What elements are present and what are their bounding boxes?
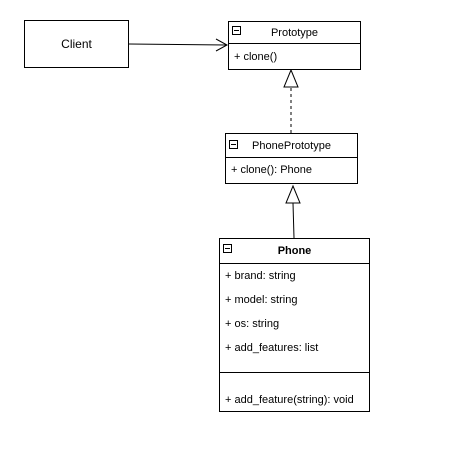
phone-attributes: + brand: string + model: string + os: st… xyxy=(220,264,369,372)
operation: + add_feature(string): void xyxy=(225,394,354,406)
client-label: Client xyxy=(61,37,92,51)
collapse-icon[interactable] xyxy=(229,140,238,149)
operation: + clone() xyxy=(234,51,278,63)
attribute: + add_features: list xyxy=(225,342,319,354)
attribute: + brand: string xyxy=(225,270,296,282)
operation: + clone(): Phone xyxy=(231,164,313,176)
prototype-header: Prototype xyxy=(229,22,360,44)
generalization-arrowhead xyxy=(285,184,301,204)
phoneprototype-header: PhonePrototype xyxy=(226,134,357,158)
client-to-prototype-arrowhead xyxy=(215,38,229,52)
attribute: + os: string xyxy=(225,318,280,330)
phone-class[interactable]: Phone + brand: string + model: string + … xyxy=(219,238,370,412)
collapse-icon[interactable] xyxy=(232,26,241,35)
prototype-name: Prototype xyxy=(270,26,319,39)
realization-arrowhead xyxy=(283,68,299,88)
phoneprototype-name: PhonePrototype xyxy=(252,139,331,152)
collapse-icon[interactable] xyxy=(223,244,232,253)
phoneprototype-operations: + clone(): Phone xyxy=(226,158,357,177)
prototype-operations: + clone() xyxy=(229,44,360,64)
generalization-line xyxy=(292,202,295,239)
client-to-prototype-line xyxy=(128,43,227,46)
phone-header: Phone xyxy=(220,239,369,264)
client-box[interactable]: Client xyxy=(24,20,129,68)
phone-operations: + add_feature(string): void xyxy=(220,372,369,407)
prototype-class[interactable]: Prototype + clone() xyxy=(228,21,361,70)
phone-name: Phone xyxy=(277,245,312,257)
phoneprototype-class[interactable]: PhonePrototype + clone(): Phone xyxy=(225,133,358,184)
attribute: + model: string xyxy=(225,294,298,306)
